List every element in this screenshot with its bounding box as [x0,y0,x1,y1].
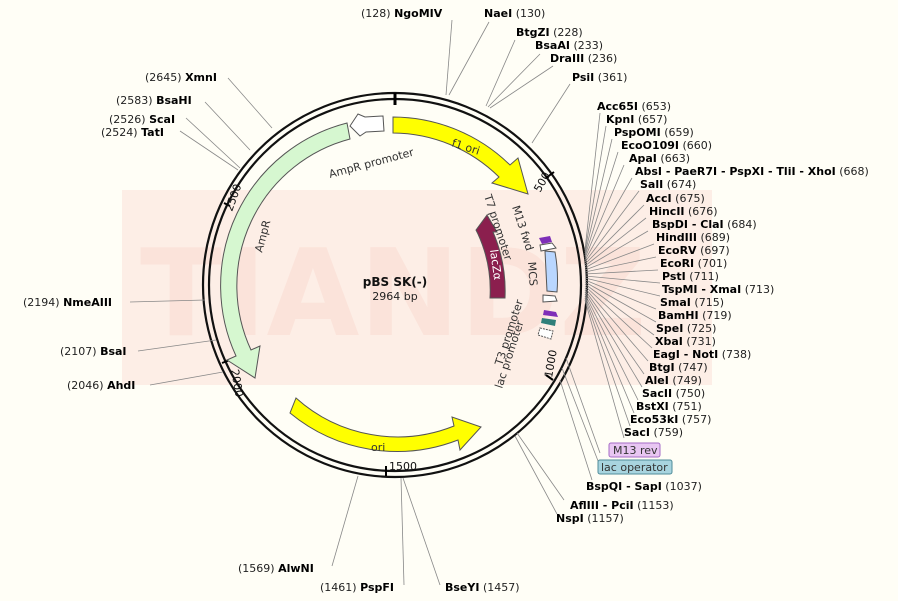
site-xmni: (2645) XmnI [145,71,217,84]
site-bsaai: BsaAI (233) [535,39,603,52]
ampr-arrow [220,122,351,379]
site-xbai: XbaI (731) [655,335,716,348]
lacpromoter-mark [537,327,554,340]
site-ecorv: EcoRV (697) [658,244,730,257]
ampr-promoter-arrow [349,113,385,137]
lacza-arrow [475,214,506,299]
site-leaders [129,19,661,586]
site-btgi: BtgI (747) [649,361,708,374]
site-nspi: NspI (1157) [556,512,624,525]
site-bsahi: (2583) BsaHI [116,94,192,107]
lacoperator-badge [597,459,673,475]
site-xmai: TspMI - XmaI (713) [662,283,774,296]
m13fwd-mark [539,236,552,244]
site-ecori: EcoRI (701) [660,257,727,270]
lacoperator-badge-label: lac operator [601,461,668,474]
ampr-promoter-label: AmpR promoter [327,146,415,181]
site-pcii: AflIII - PciI (1153) [570,499,674,512]
site-eco53ki: Eco53kI (757) [630,413,711,426]
site-smai: SmaI (715) [660,296,724,309]
tick-2500 [223,202,231,207]
site-sacii: SacII (750) [642,387,705,400]
site-noti: EagI - NotI (738) [653,348,751,361]
site-ecoo109i: EcoO109I (660) [621,139,712,152]
plasmid-size: 2964 bp [372,290,417,303]
site-ngomiv: (128) NgoMIV [361,7,443,20]
site-naei: NaeI (130) [484,7,545,20]
site-hindiii: HindIII (689) [656,231,730,244]
site-ahdi: (2046) AhdI [67,379,135,392]
m13rev-mark [543,310,558,317]
site-claI: BspDI - ClaI (684) [652,218,757,231]
mcs-label: MCS [525,261,540,286]
t7-mark [539,242,557,252]
m13rev-badge-label: M13 rev [613,444,658,457]
tick-label-1000: 1000 [542,349,560,379]
site-absi-xhoi: AbsI - PaeR7I - PspXI - TliI - XhoI (668… [635,165,869,178]
site-bsai: (2107) BsaI [60,345,127,358]
site-bamhi: BamHI (719) [658,309,732,322]
site-saci: SacI (759) [624,426,683,439]
ori-arrow [289,397,482,452]
site-alwni: (1569) AlwNI [238,562,314,575]
site-bseyi: BseYI (1457) [445,581,520,594]
f1-ori-arrow [392,116,529,195]
site-nmeaiii: (2194) NmeAIII [23,296,112,309]
site-bstxi: BstXI (751) [636,400,702,413]
tick-label-1500: 1500 [389,460,417,473]
site-draiii: DraIII (236) [550,52,617,65]
site-acc65i: Acc65I (653) [597,100,671,113]
site-kpni: KpnI (657) [606,113,667,126]
site-scai: (2526) ScaI [109,113,175,126]
site-sapi: BspQI - SapI (1037) [586,480,702,493]
t3-mark [542,294,558,303]
ori-label: ori [371,441,385,454]
site-sali: SalI (674) [640,178,696,191]
site-pspomi: PspOMI (659) [614,126,694,139]
lacza-label: lacZα [487,249,504,281]
mcs-box [544,250,558,293]
site-btgzi: BtgZI (228) [516,26,583,39]
tick-500 [545,171,555,179]
tick-1000 [545,374,554,381]
site-pspfi: (1461) PspFI [320,581,394,594]
tick-label-2000: 2000 [228,368,246,398]
m13rev-badge [608,442,661,458]
site-tati: (2524) TatI [101,126,164,139]
lacop-mark [541,318,556,326]
site-apai: ApaI (663) [629,152,690,165]
site-psti: PstI (711) [662,270,719,283]
site-psii: PsiI (361) [572,71,627,84]
site-alei: AleI (749) [645,374,702,387]
site-acci: AccI (675) [646,192,705,205]
plasmid-name: pBS SK(-) [363,275,427,289]
site-hincii: HincII (676) [649,205,718,218]
site-spei: SpeI (725) [656,322,716,335]
